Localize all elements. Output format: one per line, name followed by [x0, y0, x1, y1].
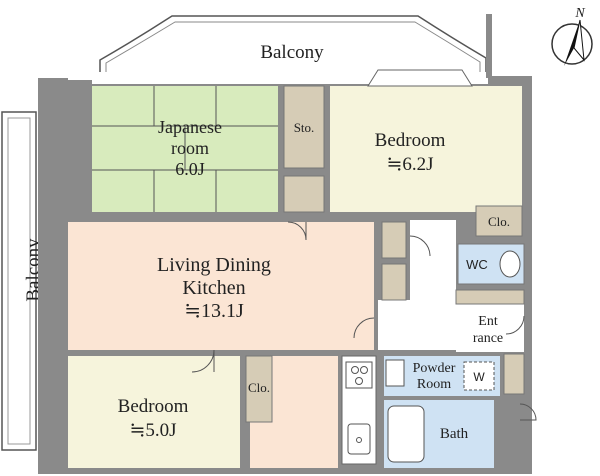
washer-label: W — [473, 370, 485, 384]
bedroom-sw-label: Bedroom — [118, 396, 189, 417]
balcony-top: Balcony — [99, 15, 487, 72]
corner-block-nw — [38, 78, 68, 112]
ldk-label-2: Kitchen — [182, 277, 245, 299]
japanese-room: Japanese room 6.0J — [92, 86, 278, 212]
bath: Bath — [384, 400, 494, 468]
compass-icon: N — [551, 6, 593, 66]
powder-room-label-2: Room — [417, 377, 451, 392]
bedroom-ne-size: ≒6.2J — [386, 154, 433, 175]
bedroom-sw: Bedroom ≒5.0J — [68, 356, 240, 468]
bedroom-sw-size: ≒5.0J — [129, 420, 176, 441]
compass-n-label: N — [574, 6, 585, 21]
entrance: Ent rance — [455, 289, 525, 395]
balcony-post — [486, 14, 492, 78]
closet-ne-label: Clo. — [488, 214, 510, 229]
bath-label: Bath — [440, 426, 469, 442]
wc: WC — [457, 243, 525, 285]
bedroom-ne-label: Bedroom — [375, 130, 446, 151]
ldk-size: ≒13.1J — [184, 300, 244, 322]
japanese-room-label: Japanese — [158, 117, 222, 137]
entrance-label-2: rance — [473, 331, 503, 346]
powder-room-label: Powder — [413, 361, 456, 376]
ldk-closets — [381, 221, 407, 301]
hallway-lower — [378, 300, 456, 350]
bedroom-ne: Bedroom ≒6.2J — [330, 69, 522, 212]
wc-label: WC — [466, 257, 488, 272]
kitchen-counter — [341, 355, 377, 465]
storage: Sto. — [283, 85, 325, 213]
balcony-top-label: Balcony — [260, 42, 324, 63]
closet-sw-label: Clo. — [248, 380, 270, 395]
powder-room: Powder Room W — [384, 356, 500, 396]
ldk-label: Living Dining — [157, 254, 271, 276]
closet-sw: Clo. — [245, 355, 273, 423]
balcony-left: Balcony — [1, 111, 44, 451]
closet-ne: Clo. — [475, 205, 523, 237]
storage-label: Sto. — [294, 120, 315, 135]
door-swings — [191, 221, 537, 421]
entrance-label: Ent — [478, 314, 498, 329]
japanese-room-size: 6.0J — [175, 159, 205, 179]
japanese-room-label-2: room — [171, 138, 209, 158]
